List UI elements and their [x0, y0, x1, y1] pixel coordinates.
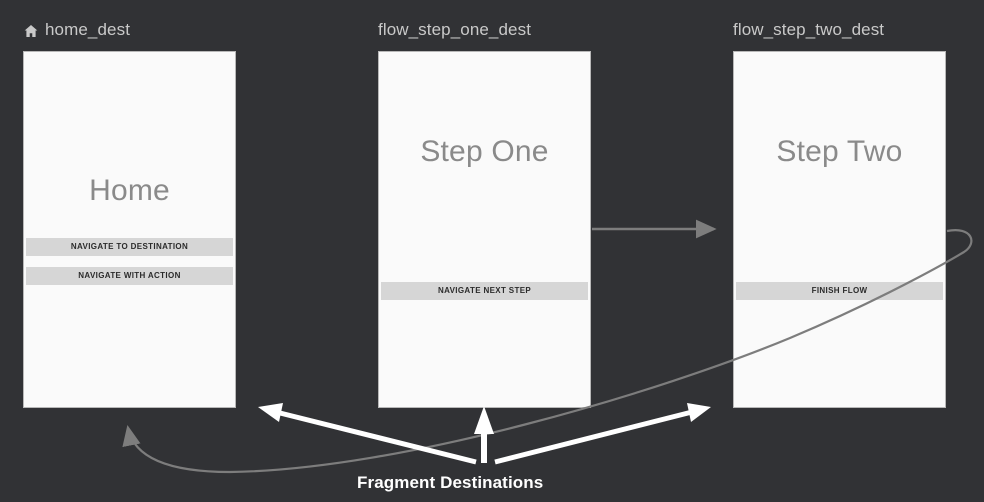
destination-label-text: home_dest — [45, 20, 131, 39]
home-icon — [23, 23, 39, 39]
screen-button-navigate-with-action[interactable]: NAVIGATE WITH ACTION — [26, 267, 233, 285]
destination-label-text: flow_step_two_dest — [733, 20, 885, 39]
destination-card-flow-step-one-dest[interactable]: Step One NAVIGATE NEXT STEP — [378, 51, 591, 408]
annotation-arrow-right — [494, 403, 711, 465]
screen-button-navigate-next-step[interactable]: NAVIGATE NEXT STEP — [381, 282, 588, 300]
screen-title: Step Two — [776, 135, 903, 168]
screen-button-navigate-to-destination[interactable]: NAVIGATE TO DESTINATION — [26, 238, 233, 256]
destination-label-flow-step-two-dest: flow_step_two_dest — [733, 20, 884, 40]
annotation-arrow-middle — [474, 406, 494, 463]
destination-card-flow-step-two-dest[interactable]: Step Two FINISH FLOW — [733, 51, 946, 408]
screen-title: Home — [89, 174, 170, 207]
annotation-arrows — [258, 403, 711, 465]
screen-title: Step One — [420, 135, 549, 168]
destination-card-home-dest[interactable]: Home NAVIGATE TO DESTINATION NAVIGATE WI… — [23, 51, 236, 408]
annotation-caption: Fragment Destinations — [357, 473, 544, 492]
screen-button-finish-flow[interactable]: FINISH FLOW — [736, 282, 943, 300]
destination-label-text: flow_step_one_dest — [378, 20, 532, 39]
destination-label-home-dest: home_dest — [23, 20, 130, 40]
annotation-arrow-left — [258, 403, 477, 465]
destination-label-flow-step-one-dest: flow_step_one_dest — [378, 20, 531, 40]
